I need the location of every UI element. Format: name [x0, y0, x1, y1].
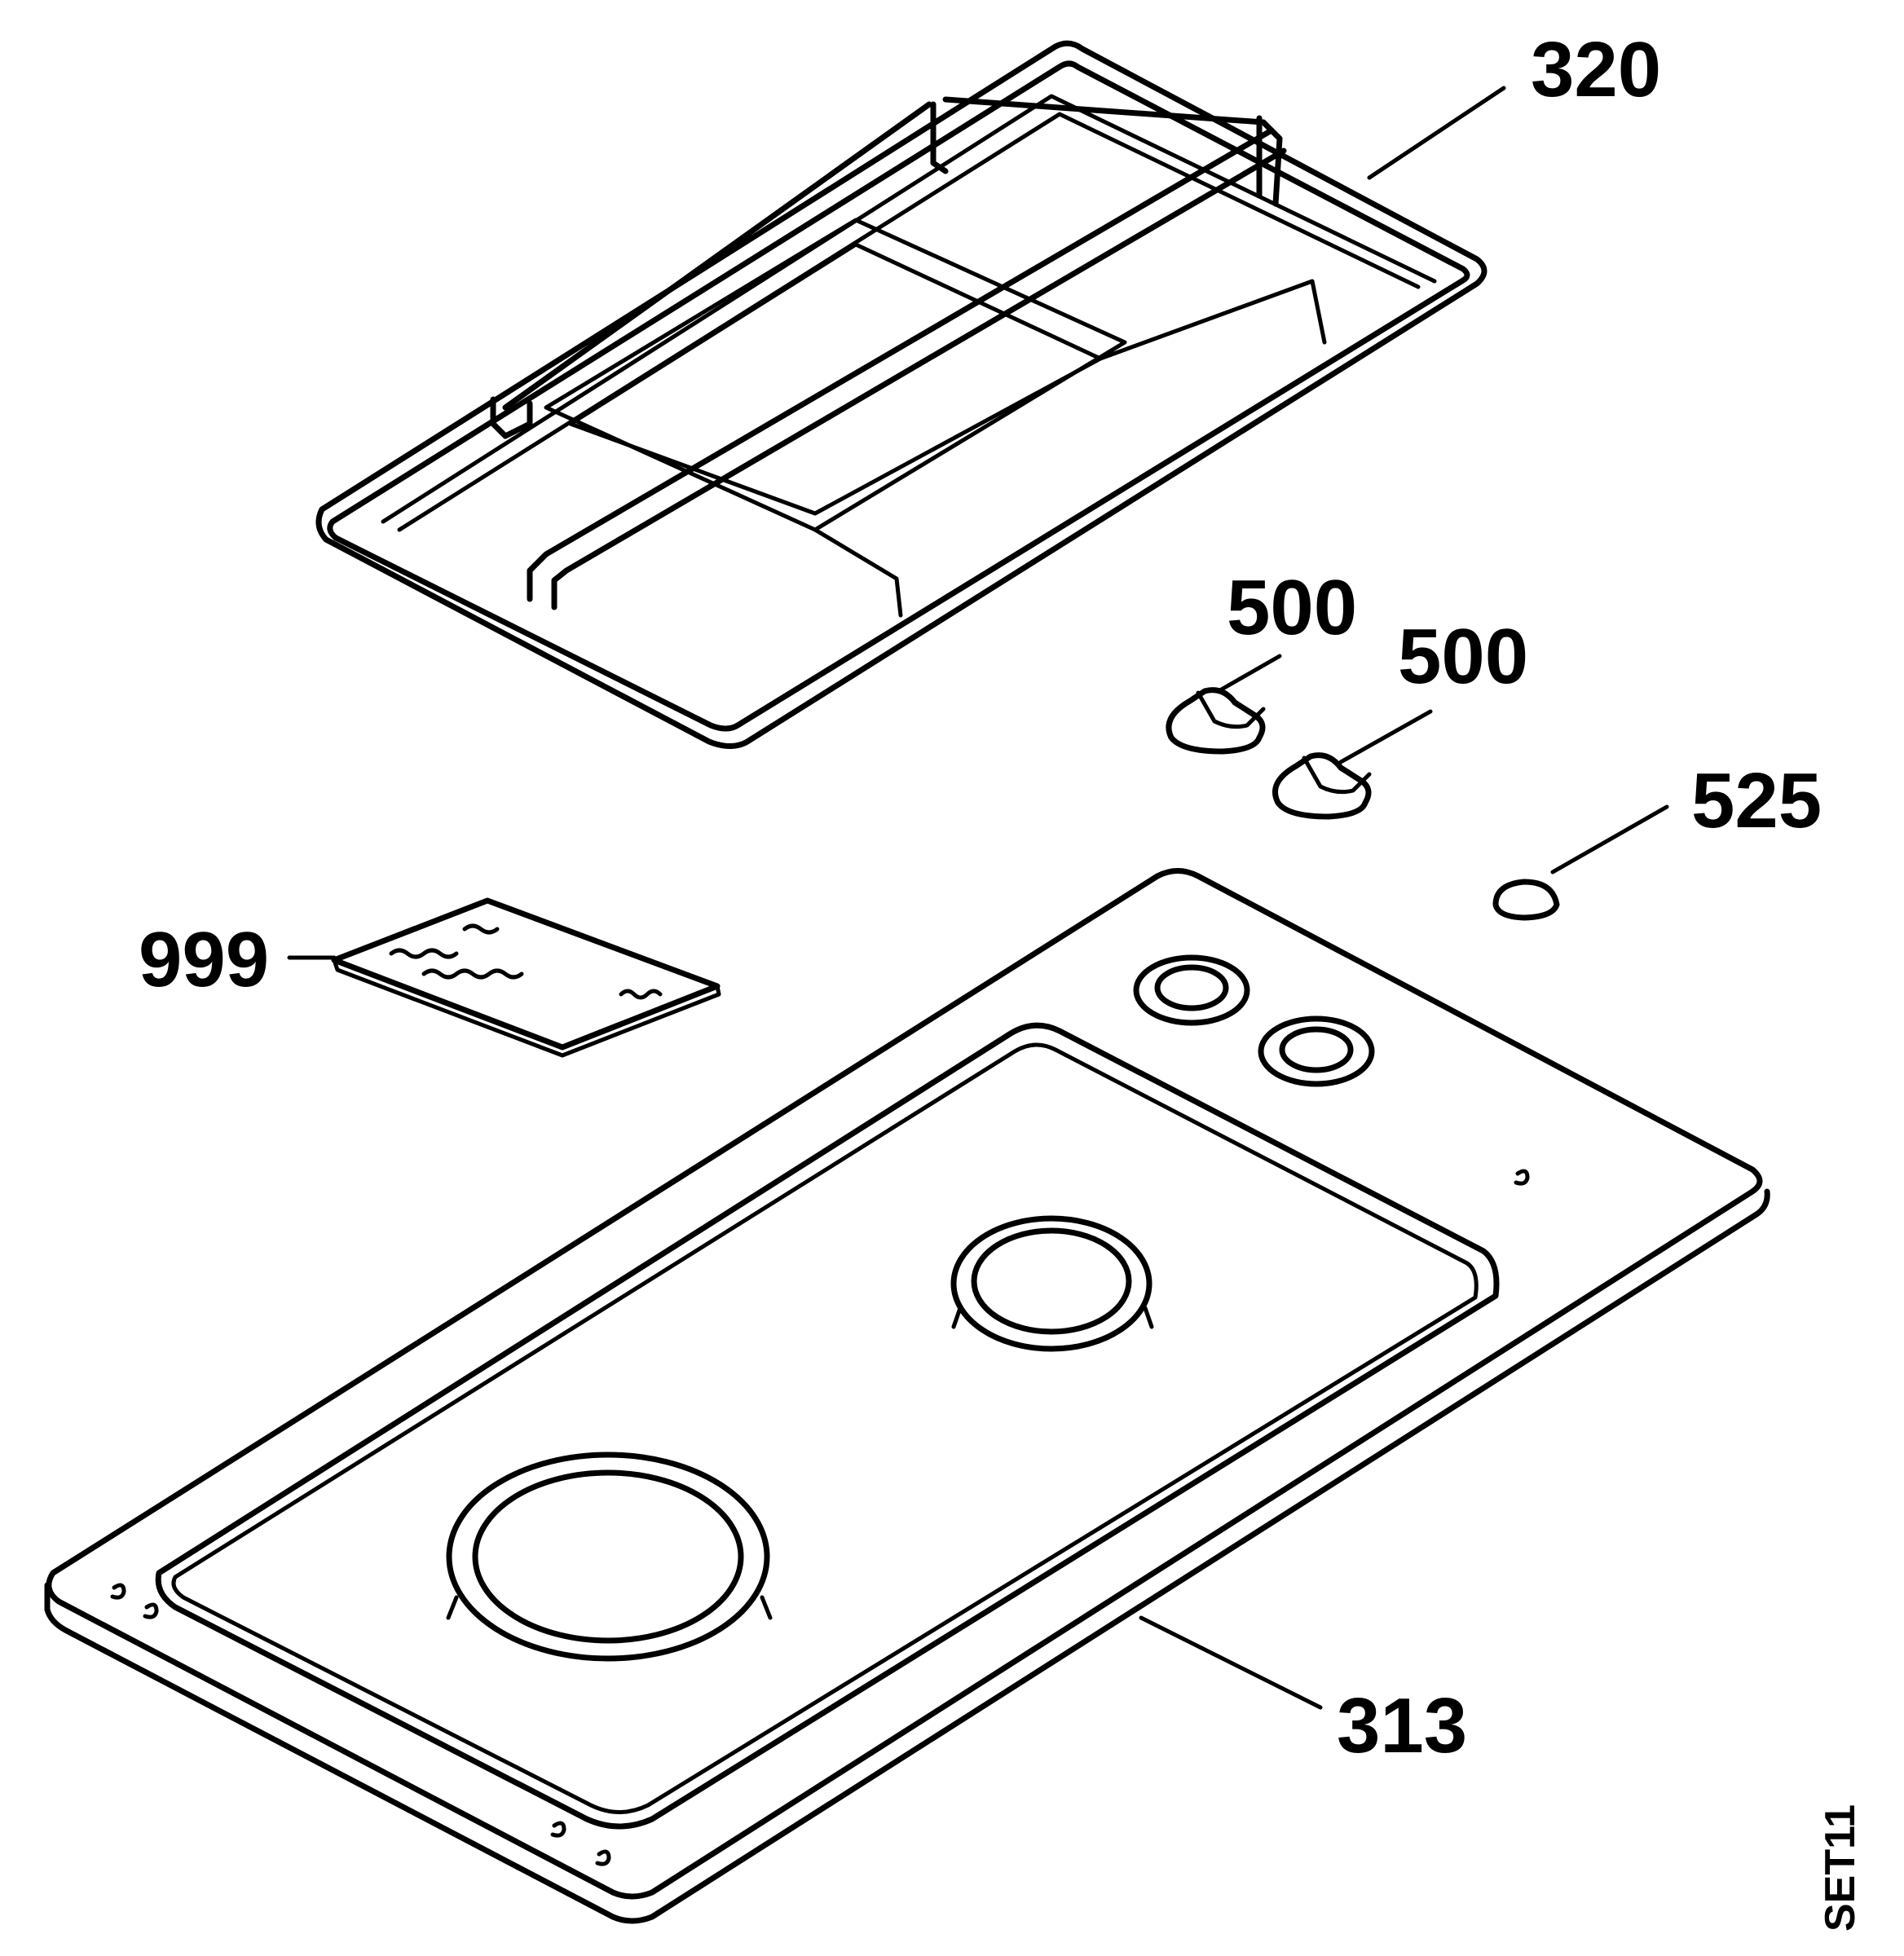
- leader-525: [1550, 804, 1669, 874]
- callout-500-a: 500: [1227, 564, 1357, 651]
- hob-top-plate: [44, 868, 1770, 1924]
- knob-cap: [1492, 879, 1560, 921]
- callout-320: 320: [1531, 26, 1661, 113]
- callout-500-b: 500: [1398, 613, 1528, 700]
- drawing-code: SET11: [1817, 1804, 1864, 1932]
- pan-support-grid: [315, 40, 1488, 749]
- callout-313: 313: [1337, 1682, 1467, 1769]
- instruction-booklet: [331, 897, 721, 1058]
- leader-500-b: [1338, 709, 1433, 764]
- leader-320: [1367, 86, 1506, 180]
- control-knob-1: [1166, 687, 1266, 755]
- callout-999: 999: [139, 916, 269, 1003]
- leader-313: [1139, 1615, 1323, 1710]
- callout-525: 525: [1691, 757, 1822, 844]
- leader-500-a: [1216, 654, 1282, 694]
- control-knob-2: [1272, 752, 1372, 820]
